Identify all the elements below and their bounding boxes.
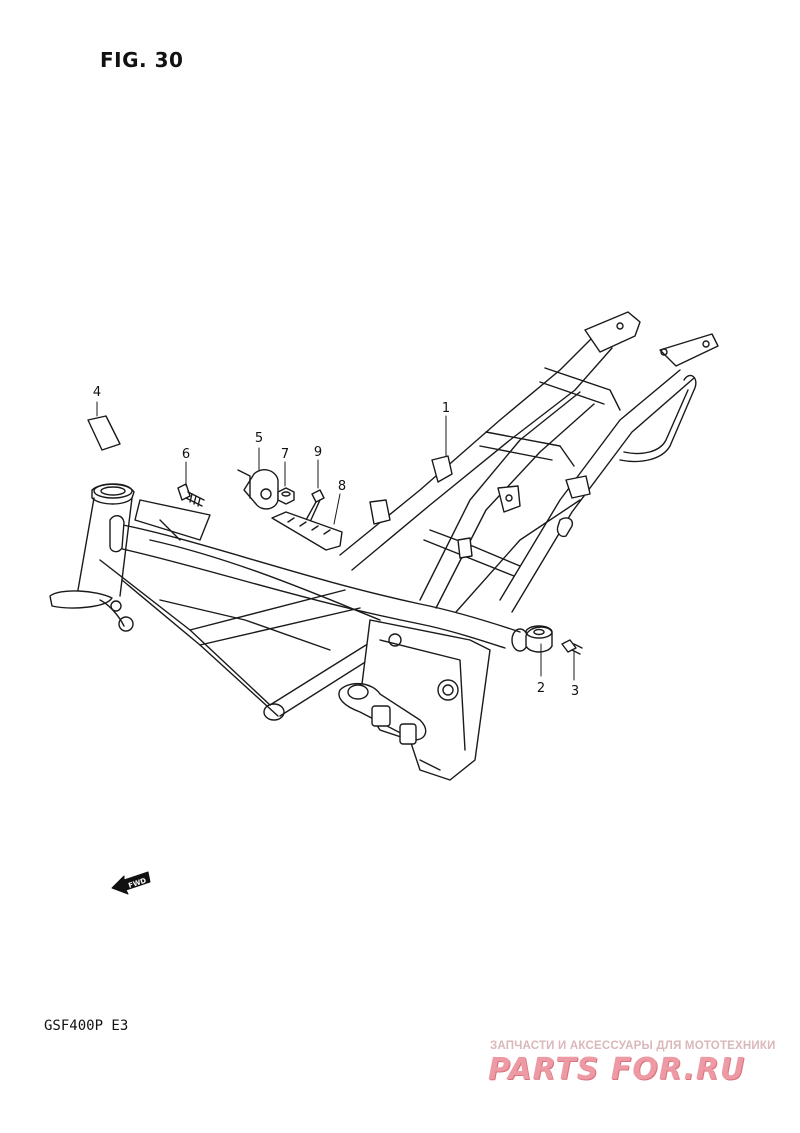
part-8-guard-plate	[271, 511, 343, 551]
callout-6: 6	[182, 447, 190, 462]
part-9-screw	[305, 489, 325, 523]
part-2-cap	[525, 625, 553, 653]
fwd-arrow-icon: FWD	[111, 871, 151, 895]
main-frame	[49, 311, 719, 781]
part-7-nut	[277, 487, 295, 505]
model-code: GSF400P E3	[44, 1018, 129, 1034]
callout-2: 2	[537, 681, 545, 696]
part-6-bolt	[177, 483, 205, 507]
callout-4: 4	[93, 385, 101, 400]
callout-1: 1	[442, 401, 450, 416]
part-4-label-plate	[87, 415, 121, 451]
callout-7: 7	[281, 447, 289, 462]
part-3-screw	[561, 639, 583, 655]
watermark-tagline: ЗАПЧАСТИ И АКСЕССУАРЫ ДЛЯ МОТОТЕХНИКИ	[490, 1040, 776, 1052]
part-5-bracket	[237, 469, 279, 510]
callout-8: 8	[338, 479, 346, 494]
callout-9: 9	[314, 445, 322, 460]
callouts: 4 6 5 7 9 8 1 2 3	[93, 385, 579, 699]
leader-lines	[96, 401, 575, 681]
callout-5: 5	[255, 431, 263, 446]
figure-title: FIG. 30	[100, 48, 184, 72]
watermark-logo: PARTS FOR.RU	[488, 1052, 746, 1087]
callout-3: 3	[571, 684, 579, 699]
